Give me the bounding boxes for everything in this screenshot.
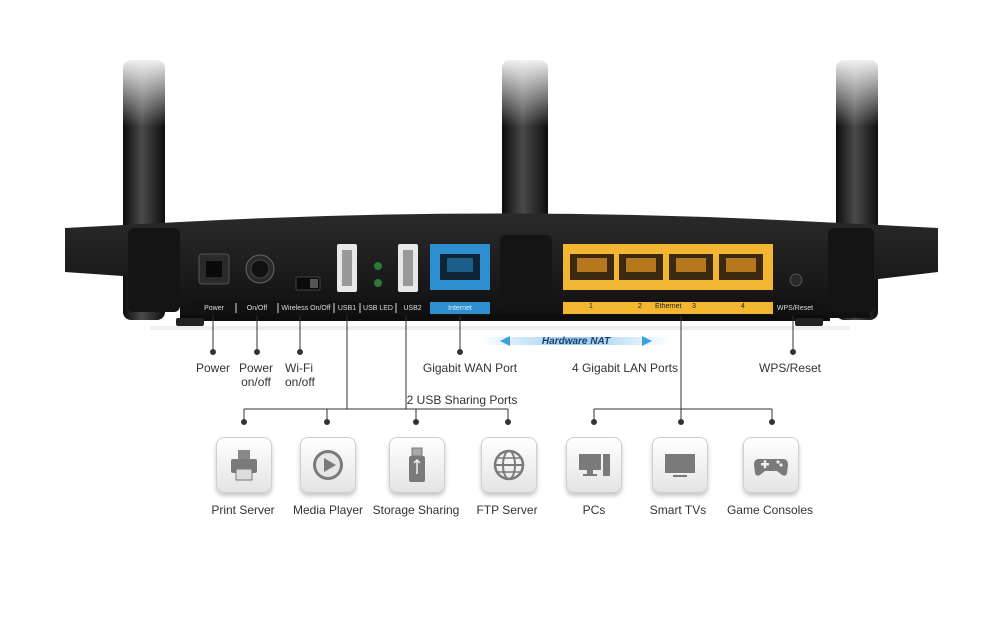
panel-label-usb-led: USB LED	[363, 305, 393, 312]
callout-power-onoff-line2: on/off	[241, 375, 271, 389]
play-icon	[313, 450, 343, 480]
callout-power: Power	[195, 361, 231, 375]
callout-wifi-onoff-line1: Wi-Fi	[285, 361, 313, 375]
print-server-tile	[216, 437, 272, 493]
game-consoles-tile	[743, 437, 799, 493]
hardware-nat-label: Hardware NAT	[541, 335, 611, 347]
panel-label-usb1: USB1	[337, 305, 357, 312]
gamepad-icon	[754, 459, 788, 476]
lan-port-number-3: 3	[692, 303, 696, 310]
use-label-pcs: PCs	[582, 503, 606, 517]
use-label-storage-sharing: Storage Sharing	[372, 503, 460, 517]
use-label-smart-tvs: Smart TVs	[649, 503, 707, 517]
lan-port-number-4: 4	[741, 303, 745, 310]
callout-wan-port: Gigabit WAN Port	[422, 361, 518, 375]
media-player-tile	[300, 437, 356, 493]
use-label-ftp-server: FTP Server	[476, 503, 538, 517]
callout-lan-ports: 4 Gigabit LAN Ports	[571, 361, 679, 375]
panel-label-ethernet: Ethernet	[655, 303, 682, 310]
callout-wps-reset: WPS/Reset	[758, 361, 822, 375]
callout-wifi-onoff: Wi-Fi on/off	[285, 361, 315, 389]
use-label-media-player: Media Player	[292, 503, 364, 517]
smart-tvs-tile	[652, 437, 708, 493]
panel-label-power: Power	[204, 305, 224, 312]
printer-icon	[231, 450, 257, 481]
callout-usb-sharing: 2 USB Sharing Ports	[406, 393, 518, 407]
storage-sharing-tile	[389, 437, 445, 493]
callout-power-onoff-line1: Power	[238, 361, 274, 375]
globe-icon	[493, 449, 525, 481]
panel-label-onoff: On/Off	[246, 305, 268, 312]
use-label-game-consoles: Game Consoles	[726, 503, 814, 517]
callout-wifi-onoff-line2: on/off	[285, 375, 315, 389]
panel-label-internet: Internet	[448, 305, 472, 312]
lan-port-number-2: 2	[638, 303, 642, 310]
pc-icon	[579, 454, 610, 476]
panel-label-wps-reset: WPS/Reset	[776, 305, 814, 312]
panel-label-wireless: Wireless On/Off	[281, 305, 331, 312]
lan-port-number-1: 1	[589, 303, 593, 310]
use-label-print-server: Print Server	[211, 503, 275, 517]
pcs-tile	[566, 437, 622, 493]
panel-label-usb2: USB2	[403, 305, 422, 312]
ftp-server-tile	[481, 437, 537, 493]
usb-drive-icon	[409, 447, 425, 482]
tv-icon	[665, 454, 695, 477]
callout-power-onoff: Power on/off	[239, 361, 273, 389]
